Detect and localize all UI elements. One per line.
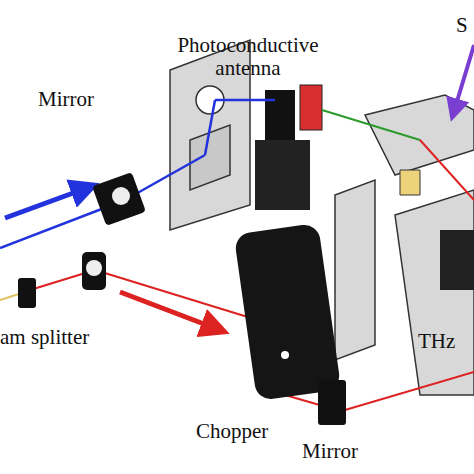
component-label: Mirror [38, 88, 94, 111]
sample-stage [365, 95, 474, 175]
post-bracket [335, 180, 375, 360]
mirror-face [112, 187, 130, 205]
mirror-mount [318, 380, 346, 425]
pump-beam [215, 99, 275, 102]
mirror-face [86, 260, 102, 276]
chopper-hub [281, 351, 289, 359]
component-label: am splitter [0, 326, 89, 349]
detector [440, 230, 474, 290]
component-label: S [456, 14, 468, 37]
probe-beam [420, 140, 474, 200]
antenna-holder [265, 90, 295, 140]
antenna-chip [300, 85, 322, 130]
frame-mirror [190, 125, 230, 190]
beam-arrow [120, 292, 225, 332]
component-label: Mirror [302, 440, 358, 463]
component-label: THz [418, 330, 455, 353]
sample-pointer [452, 45, 474, 118]
component-label: Chopper [196, 420, 268, 443]
mirror-mount [92, 172, 146, 226]
component-label: Photoconductive antenna [158, 34, 338, 80]
pump-beam [205, 100, 215, 155]
sample-holder [400, 170, 420, 195]
mirror-mount [82, 252, 106, 290]
antenna-stage [255, 140, 310, 210]
probe-beam [345, 372, 474, 410]
chopper [234, 223, 342, 401]
detector-mount [395, 190, 474, 395]
thz-beam [322, 110, 420, 140]
beam-arrow [5, 185, 95, 218]
beam-splitter [18, 278, 36, 308]
